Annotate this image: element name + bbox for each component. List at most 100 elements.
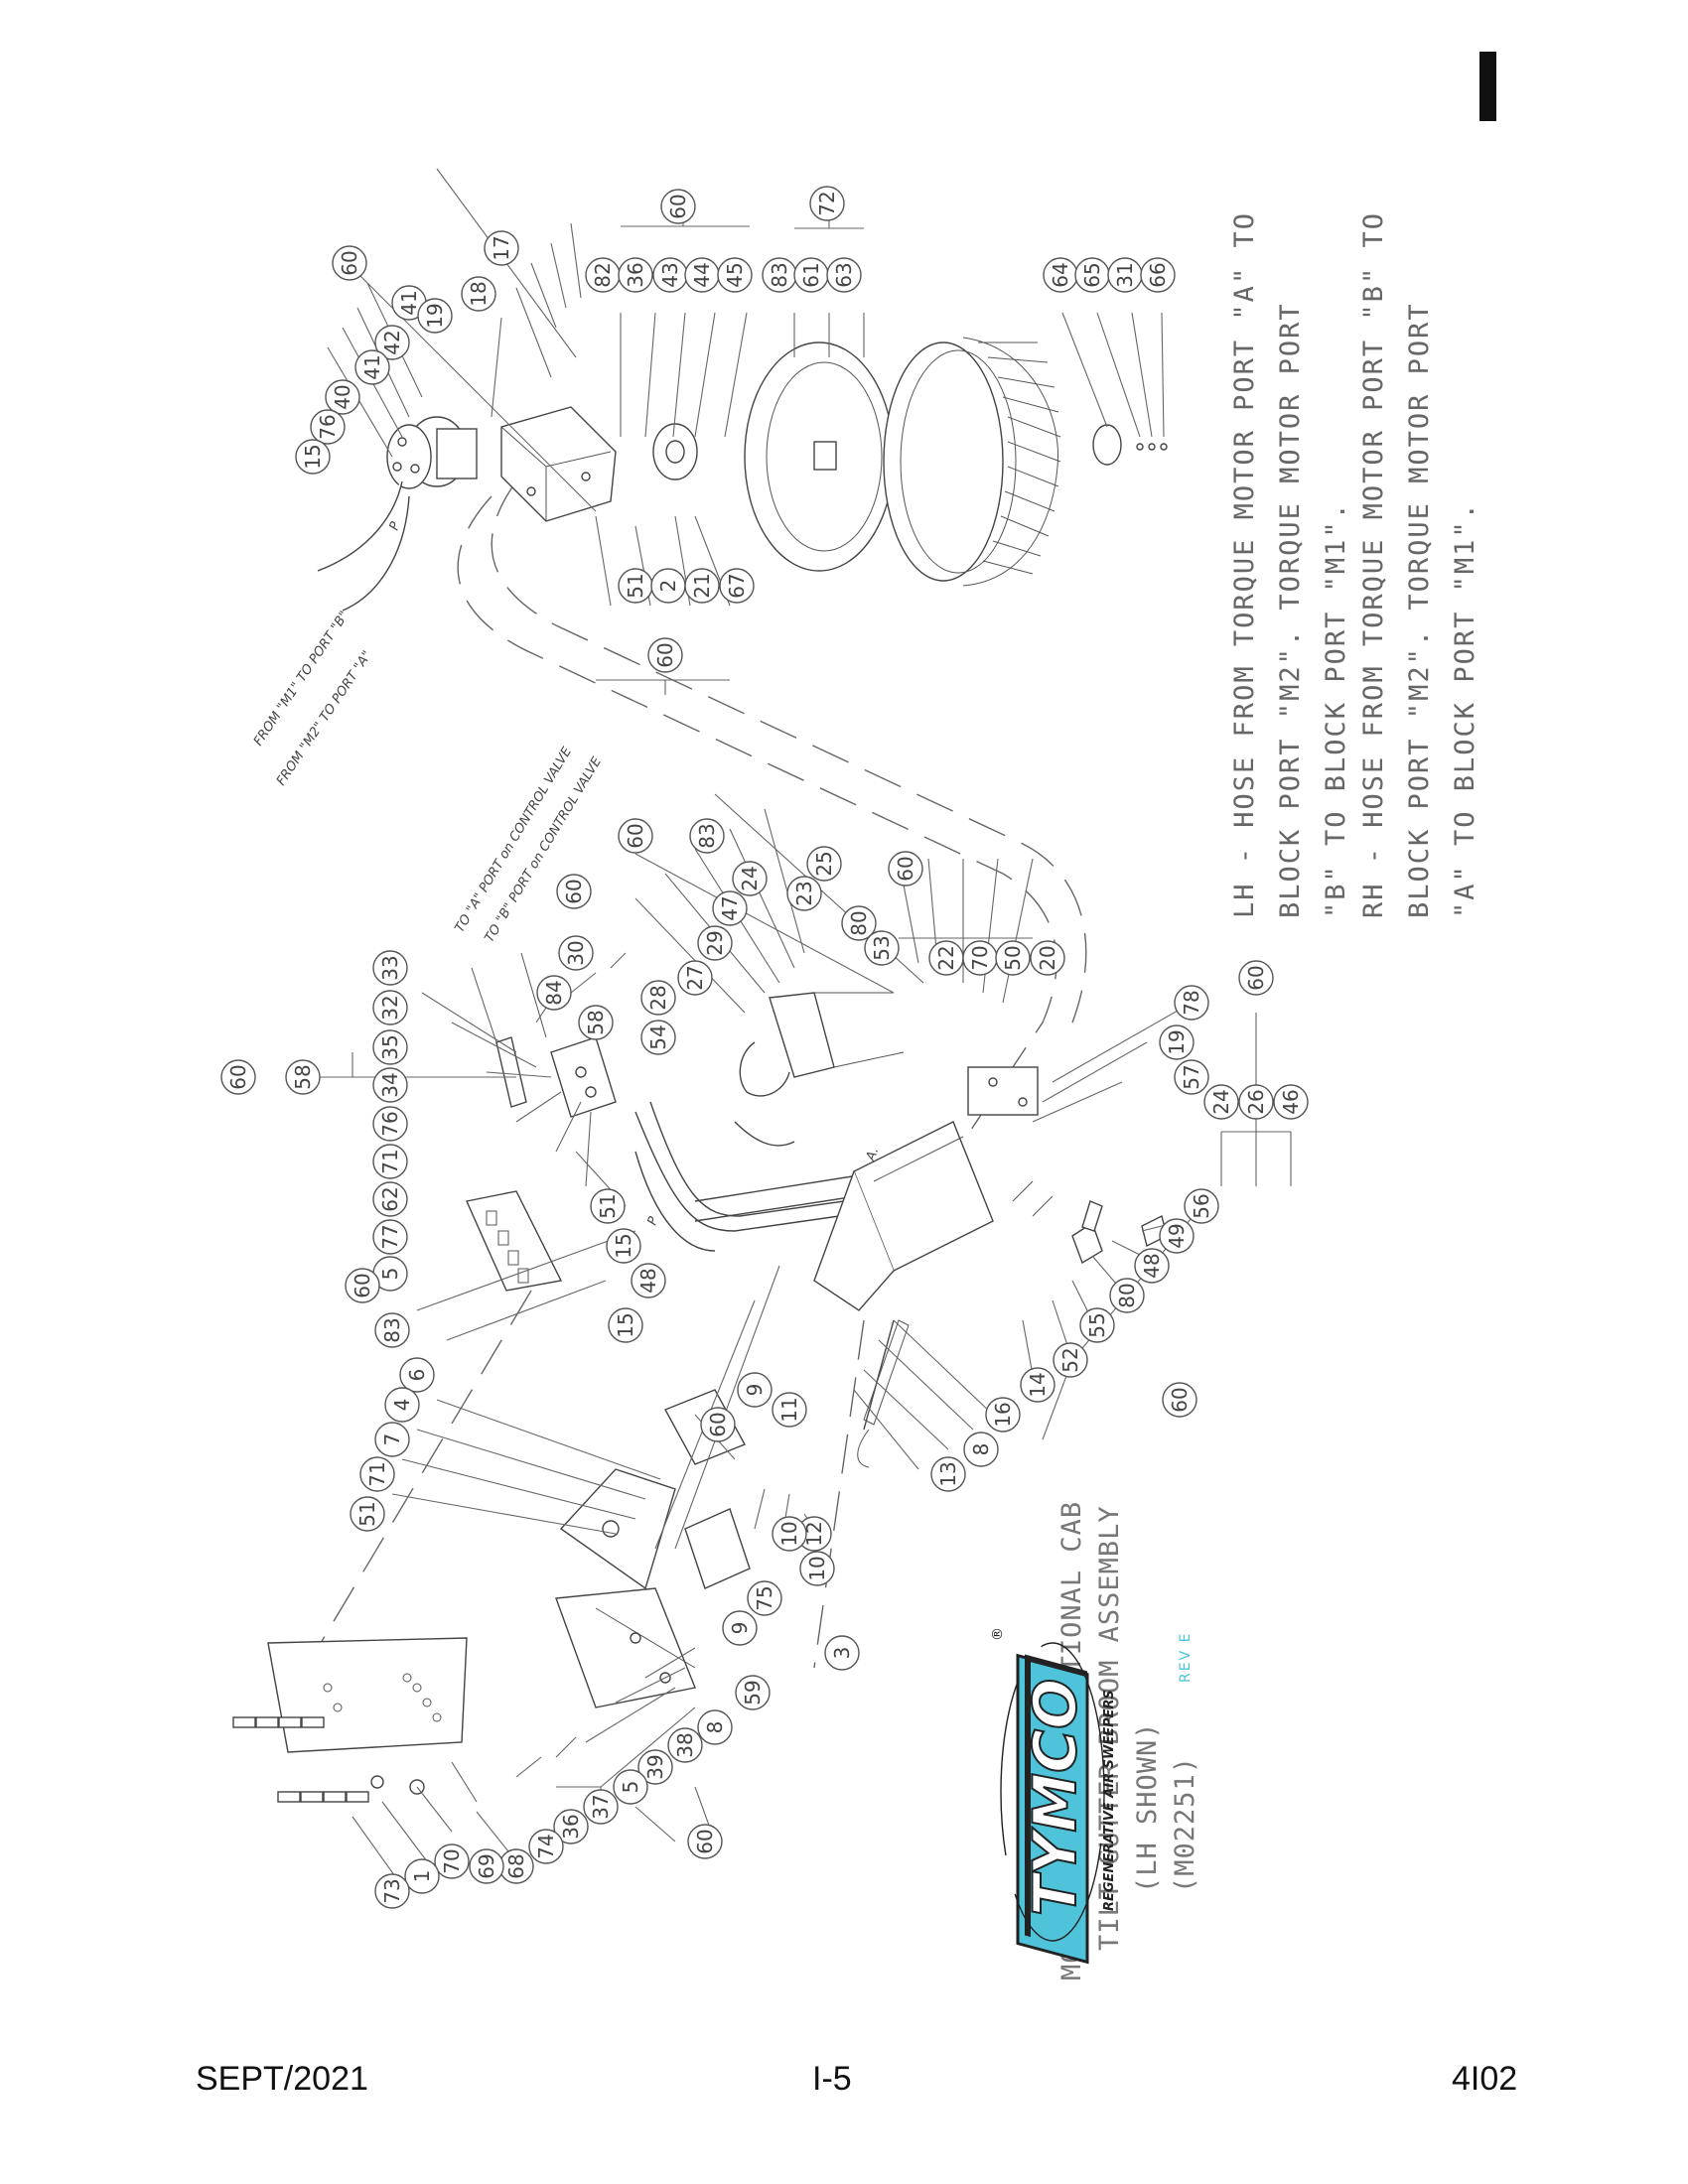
callout-72: 72: [809, 186, 845, 221]
broom-disc: [744, 341, 895, 572]
callout-circle: [640, 980, 676, 1016]
callout-29: 29: [697, 925, 733, 961]
callout-circle: [372, 990, 408, 1025]
callout-number: 20: [1036, 945, 1059, 970]
callout-circle: [556, 874, 592, 909]
callout-circle: [772, 1516, 807, 1552]
callout-6: 6: [399, 1357, 435, 1393]
callout-circle: [732, 861, 768, 896]
callout-circle: [1134, 1248, 1170, 1284]
callout-51: 51: [350, 1496, 385, 1532]
callout-number: 43: [658, 262, 682, 287]
callout-circle: [963, 1432, 999, 1467]
callout-circle: [417, 298, 453, 334]
callout-number: 70: [440, 1848, 464, 1873]
callout-number: 57: [1180, 1064, 1203, 1089]
callout-circle: [345, 1268, 380, 1303]
leader-lines: [308, 168, 1292, 1887]
callout-60: 60: [220, 1059, 256, 1095]
callout-48: 48: [631, 1263, 666, 1298]
callout-21: 21: [684, 568, 720, 604]
callout-number: 41: [360, 354, 384, 379]
callout-circle: [806, 846, 842, 882]
tension-spring: [857, 1319, 910, 1468]
callout-25: 25: [806, 846, 842, 882]
callout-circle: [606, 1228, 641, 1264]
callout-circle: [786, 876, 822, 911]
callout-24: 24: [1203, 1084, 1239, 1120]
callout-circle: [359, 1456, 395, 1492]
callout-10: 10: [799, 1551, 835, 1586]
callout-45: 45: [717, 257, 753, 293]
callout-circle: [689, 818, 725, 854]
callout-26: 26: [1238, 1084, 1274, 1120]
callout-circle: [888, 851, 923, 887]
callout-35: 35: [372, 1029, 408, 1065]
callout-circle: [372, 1067, 408, 1103]
callout-27: 27: [677, 960, 713, 996]
callout-number: 34: [378, 1072, 402, 1097]
callout-number: 49: [1165, 1223, 1189, 1248]
callout-number: 71: [365, 1461, 389, 1486]
callout-number: 23: [792, 881, 816, 905]
callout-number: 21: [690, 573, 714, 598]
callout-76: 76: [310, 409, 346, 445]
mount-plate: [466, 1190, 563, 1292]
callout-number: 63: [832, 262, 856, 287]
callout-circle: [864, 930, 900, 966]
revision-label: REV E: [1178, 1632, 1194, 1683]
callout-number: 60: [351, 1273, 374, 1297]
callout-82: 82: [585, 257, 621, 293]
callout-circle: [1184, 1188, 1219, 1224]
callout-circle: [469, 1848, 504, 1884]
note-lh-line3: "B" TO BLOCK PORT "M1".: [1321, 501, 1351, 918]
callout-circle: [1238, 1084, 1274, 1120]
callout-40: 40: [325, 379, 360, 415]
callout-number: 74: [534, 1834, 558, 1858]
callout-number: 55: [1085, 1312, 1109, 1337]
callout-9: 9: [722, 1610, 758, 1646]
callout-number: 25: [812, 851, 836, 876]
callout-circle: [1174, 985, 1209, 1021]
callout-43: 43: [652, 257, 688, 293]
callout-number: 36: [624, 262, 647, 287]
callout-circle: [697, 925, 733, 961]
callout-number: 27: [683, 965, 707, 990]
callout-number: 16: [991, 1402, 1015, 1427]
callout-number: 65: [1080, 262, 1104, 287]
callout-circle: [608, 1307, 643, 1343]
callout-number: 3: [830, 1647, 854, 1660]
callout-circle: [384, 1387, 420, 1423]
callout-69: 69: [469, 1848, 504, 1884]
callout-circle: [1079, 1307, 1115, 1343]
callout-number: 41: [397, 290, 421, 315]
callout-number: 36: [559, 1814, 583, 1839]
callout-38: 38: [667, 1727, 703, 1763]
callout-circle: [1162, 1382, 1197, 1418]
callout-circle: [640, 1020, 676, 1055]
callout-circle: [354, 349, 390, 385]
callout-circle: [325, 379, 360, 415]
note-lh-line1: LH - HOSE FROM TORQUE MOTOR PORT "A" TO: [1229, 211, 1260, 918]
callout-20: 20: [1030, 940, 1065, 976]
callout-67: 67: [719, 568, 755, 604]
callout-58: 58: [285, 1059, 321, 1095]
callout-number: 5: [619, 1781, 642, 1794]
logo-tagline: REGENERATIVE AIR SWEEPERS: [1102, 1690, 1117, 1911]
callout-circle: [1273, 1084, 1309, 1120]
callout-number: 45: [723, 262, 747, 287]
callout-number: 44: [690, 262, 714, 287]
callout-8: 8: [963, 1432, 999, 1467]
callout-3: 3: [824, 1635, 860, 1671]
callout-51: 51: [618, 568, 653, 604]
callout-number: 54: [646, 1024, 670, 1049]
callout-number: 5: [378, 1268, 402, 1281]
callout-number: 71: [378, 1149, 402, 1173]
tilt-cylinder: [739, 992, 905, 1097]
callout-circle: [461, 276, 496, 312]
callout-circle: [528, 1829, 564, 1864]
callout-number: 47: [718, 895, 742, 920]
callout-57: 57: [1174, 1059, 1209, 1095]
callout-number: 80: [847, 910, 871, 935]
callout-71: 71: [359, 1456, 395, 1492]
